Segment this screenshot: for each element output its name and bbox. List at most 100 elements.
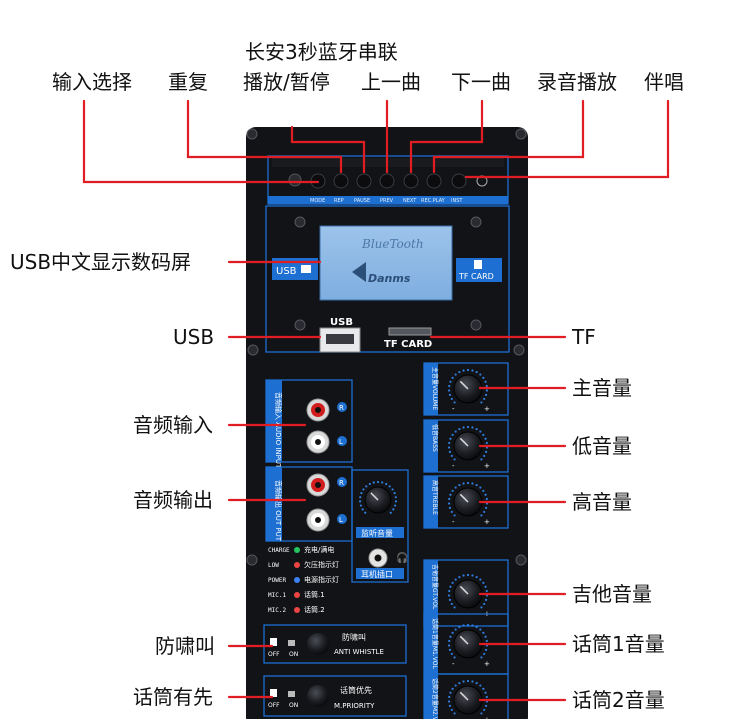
label-mic2-vol: 话筒2音量: [572, 688, 665, 712]
rep-button[interactable]: [333, 173, 349, 189]
label-input-select: 输入选择: [52, 70, 132, 94]
knob-scale-dot: [448, 648, 452, 651]
knob-scale-dot: [485, 589, 488, 593]
monitor-volume-knob[interactable]: [358, 480, 398, 514]
anti-whistle-switch-off[interactable]: [270, 638, 277, 646]
knob-scale-dot: [372, 481, 375, 484]
mic1-volume-knob[interactable]: [447, 623, 489, 659]
btn-caption-rec-play: REC.PLAY: [421, 198, 446, 204]
knob-scale-dot: [359, 504, 362, 507]
anti-whistle-en: ANTI WHISTLE: [334, 648, 384, 656]
knob-scale-dot: [448, 450, 452, 453]
mic-priority-on-text: ON: [289, 702, 298, 709]
anti-whistle-button[interactable]: [307, 633, 329, 655]
knob-tag-bar: [424, 363, 438, 415]
knob-scale-dot: [381, 481, 384, 484]
label-usb: USB: [173, 325, 215, 349]
knob-scale-dot: [453, 606, 456, 609]
knob-plus: +: [484, 462, 490, 470]
rca-output-left-hole: [315, 517, 321, 523]
knob-scale-dot: [471, 482, 474, 485]
knob-scale-dot: [479, 486, 482, 489]
l-badge-in: [337, 436, 347, 446]
leader-accompany: [464, 99, 670, 179]
knob-scale-dot: [448, 441, 451, 445]
knob-tag-bar: [424, 420, 438, 472]
knob-scale-dot: [360, 492, 363, 495]
knob-scale-dot: [480, 656, 483, 659]
knob-scale-dot: [482, 631, 485, 634]
knob-scale-dot: [479, 373, 482, 376]
tf-slot-caption: TF CARD: [384, 339, 432, 350]
rec-play-button[interactable]: [426, 173, 442, 189]
knob-scale-dot: [484, 585, 487, 588]
knob-scale-dot: [451, 687, 454, 690]
knob-scale-dot: [454, 578, 457, 581]
monitor-volume-tag: 监听音量: [361, 528, 393, 538]
next-button[interactable]: [403, 173, 419, 189]
knob-scale-dot: [362, 488, 365, 491]
knob-scale-dot: [462, 369, 465, 372]
tf-card-slot[interactable]: [388, 327, 432, 336]
knob-scale-dot: [454, 486, 457, 489]
knob-scale-dot: [462, 680, 465, 683]
audio-input-tag-bar: [266, 380, 282, 462]
knob-scale-dot: [480, 514, 483, 517]
tf-badge-icon: [474, 260, 482, 269]
transport-buttons[interactable]: [288, 173, 488, 189]
mic-priority-switch-on[interactable]: [288, 691, 295, 697]
anti-whistle-switch-on[interactable]: [288, 640, 295, 646]
indicator-text: 电源指示灯: [304, 575, 339, 584]
indicator-led: [294, 592, 300, 598]
knob-tag-bar: [424, 560, 438, 626]
indicator-code: POWER: [268, 577, 286, 584]
display-section-frame: [265, 205, 510, 353]
knob-scale-dot: [451, 581, 454, 584]
knob-scale-dot: [450, 652, 453, 656]
indicator-text: 话筒.1: [304, 590, 325, 599]
leader-lines: [82, 99, 670, 702]
mic-priority-switch-off[interactable]: [270, 689, 277, 697]
knob-scale-dot: [466, 425, 470, 429]
knob-scale-dot: [484, 506, 488, 509]
knob-pointer: [459, 635, 469, 645]
lcd-brand: BlueTooth: [361, 237, 424, 251]
prev-button[interactable]: [379, 173, 395, 189]
knob-scale-dot: [393, 492, 396, 495]
knob-pointer: [370, 492, 379, 501]
knob-scale-dot: [484, 493, 487, 496]
mic-priority-button[interactable]: [307, 685, 329, 707]
knob-scale-dot: [449, 635, 452, 638]
knob-scale-dot: [453, 458, 456, 461]
button-captions: MODE REP PAUSE PREV NEXT REC.PLAY INST: [310, 198, 463, 204]
master-volume-knob[interactable]: [447, 368, 489, 404]
knob-scale-dot: [394, 496, 397, 499]
knob-scale-dot: [485, 639, 488, 643]
treble-volume-knob[interactable]: [447, 481, 489, 517]
label-tf: TF: [572, 325, 596, 349]
bass-volume-knob[interactable]: [447, 425, 489, 461]
knob-scale-dot: [448, 598, 452, 601]
usb-badge-icon: [301, 265, 311, 273]
knob-scale-dot: [458, 575, 461, 579]
knob-scale-dot: [447, 644, 451, 647]
knob-scale-dot: [462, 574, 465, 577]
knob-scale-dot: [480, 712, 483, 715]
inst-button[interactable]: [451, 173, 467, 189]
knob-scale-dot: [447, 446, 451, 449]
knob-scale-dot: [451, 489, 454, 492]
monitor-knob-body[interactable]: [358, 480, 398, 514]
knob-scale-dot: [480, 458, 483, 461]
knob-scale-dot: [471, 574, 474, 577]
indicator-led: [294, 607, 300, 613]
knob-scale-dot: [447, 594, 451, 597]
knob-scale-dot: [479, 628, 482, 631]
label-master-vol: 主音量: [572, 376, 632, 400]
knob-tag: 主音量VOLUME: [431, 367, 439, 410]
knob-pointer: [459, 380, 469, 390]
knob-scale-dot: [365, 485, 368, 488]
knob-scale-dot: [475, 575, 478, 579]
pause-button[interactable]: [356, 173, 372, 189]
knob-scale-dot: [483, 454, 486, 458]
